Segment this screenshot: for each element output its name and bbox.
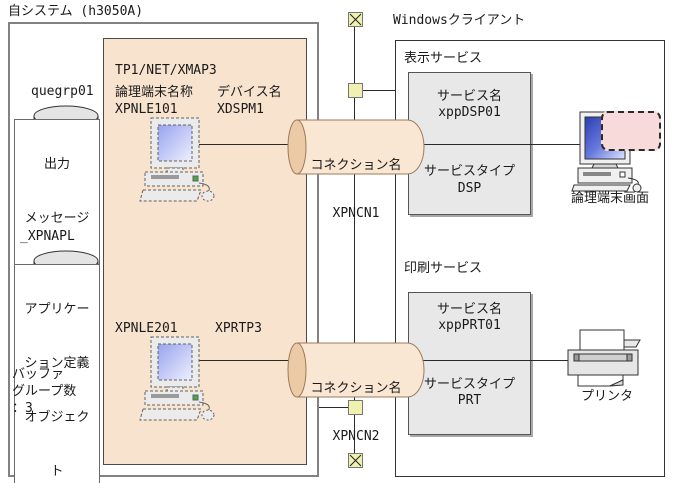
display-service-type-value: DSP (457, 181, 482, 196)
connection-2-name: XPNCN2 (332, 429, 380, 444)
queue-group-line-2: メッセージ (24, 211, 90, 226)
terminal-header-label: 論理端末名称 (115, 85, 194, 100)
print-service-name-value: xppPRT01 (438, 318, 501, 333)
endpoint-node-bottom-icon (348, 453, 363, 468)
printer-icon (567, 329, 641, 387)
xmap3-product-label: TP1/NET/XMAP3 (115, 63, 217, 78)
connection-1-label-text: コネクション名 (310, 158, 402, 173)
logical-terminal-1-icon (139, 117, 215, 202)
display-service-name-label: サービス名 (436, 89, 502, 104)
xmap3-box (103, 38, 307, 465)
apl-object-line-1: アプリケー (24, 302, 90, 317)
connection-1-name: XPNCN1 (332, 206, 380, 221)
screen-form-panel-icon (601, 111, 661, 151)
apl-object-line-4: ト (50, 464, 64, 479)
branch-node-bottom-icon (348, 400, 363, 415)
connection-2-label: コネクション名 XPNCN2 (287, 349, 425, 477)
connection-pipe-2 (287, 342, 425, 398)
endpoint-node-top-icon (348, 12, 363, 27)
windows-client-title: Windowsクライアント (393, 13, 526, 28)
printer-label: プリンタ (581, 389, 634, 404)
apl-object-line-2: ション定義 (24, 356, 90, 371)
terminal-1-device: XDSPM1 (217, 102, 264, 117)
connection-1-label: コネクション名 XPNCN1 (287, 126, 425, 254)
branch-node-top-icon (348, 83, 363, 98)
top-node-branch-line (363, 90, 395, 91)
terminal-2-device: XPRTP3 (215, 321, 262, 336)
buffer-note-line-2: グループ数 (12, 384, 77, 399)
print-service-type-value: PRT (457, 393, 482, 408)
apl-object-name: _XPNAPL (20, 229, 75, 244)
display-service-section-label: 表示サービス (404, 51, 483, 66)
queue-group-name: quegrp01 (31, 84, 94, 99)
terminal-2-name: XPNLE201 (115, 321, 178, 336)
buffer-note-line-1: バッファ (12, 367, 65, 382)
print-service-section-label: 印刷サービス (404, 261, 483, 276)
connection-2-label-text: コネクション名 (310, 381, 402, 396)
print-service-type-label: サービスタイプ (423, 377, 515, 392)
terminal-1-name: XPNLE101 (115, 102, 178, 117)
connection-pipe-1 (287, 119, 425, 175)
display-service-name-value: xppDSP01 (438, 105, 501, 120)
apl-object-label: アプリケー ション定義 オブジェク ト (14, 264, 100, 483)
display-service-box (408, 72, 531, 215)
logical-terminal-2-icon (139, 336, 215, 421)
apl-object-line-3: オブジェク (24, 410, 90, 425)
print-service-name-label: サービス名 (436, 302, 502, 317)
client-monitor-label: 論理端末画面 (571, 191, 650, 206)
queue-group-line-1: 出力 (43, 157, 70, 172)
buffer-note-line-3: ：3 (12, 401, 33, 416)
display-service-type-label: サービスタイプ (423, 164, 515, 179)
own-system-title: 自システム (h3050A) (8, 4, 144, 19)
bottom-node-branch-line (319, 407, 348, 408)
network-trunk-line (354, 26, 355, 453)
device-header-label: デバイス名 (217, 85, 282, 100)
